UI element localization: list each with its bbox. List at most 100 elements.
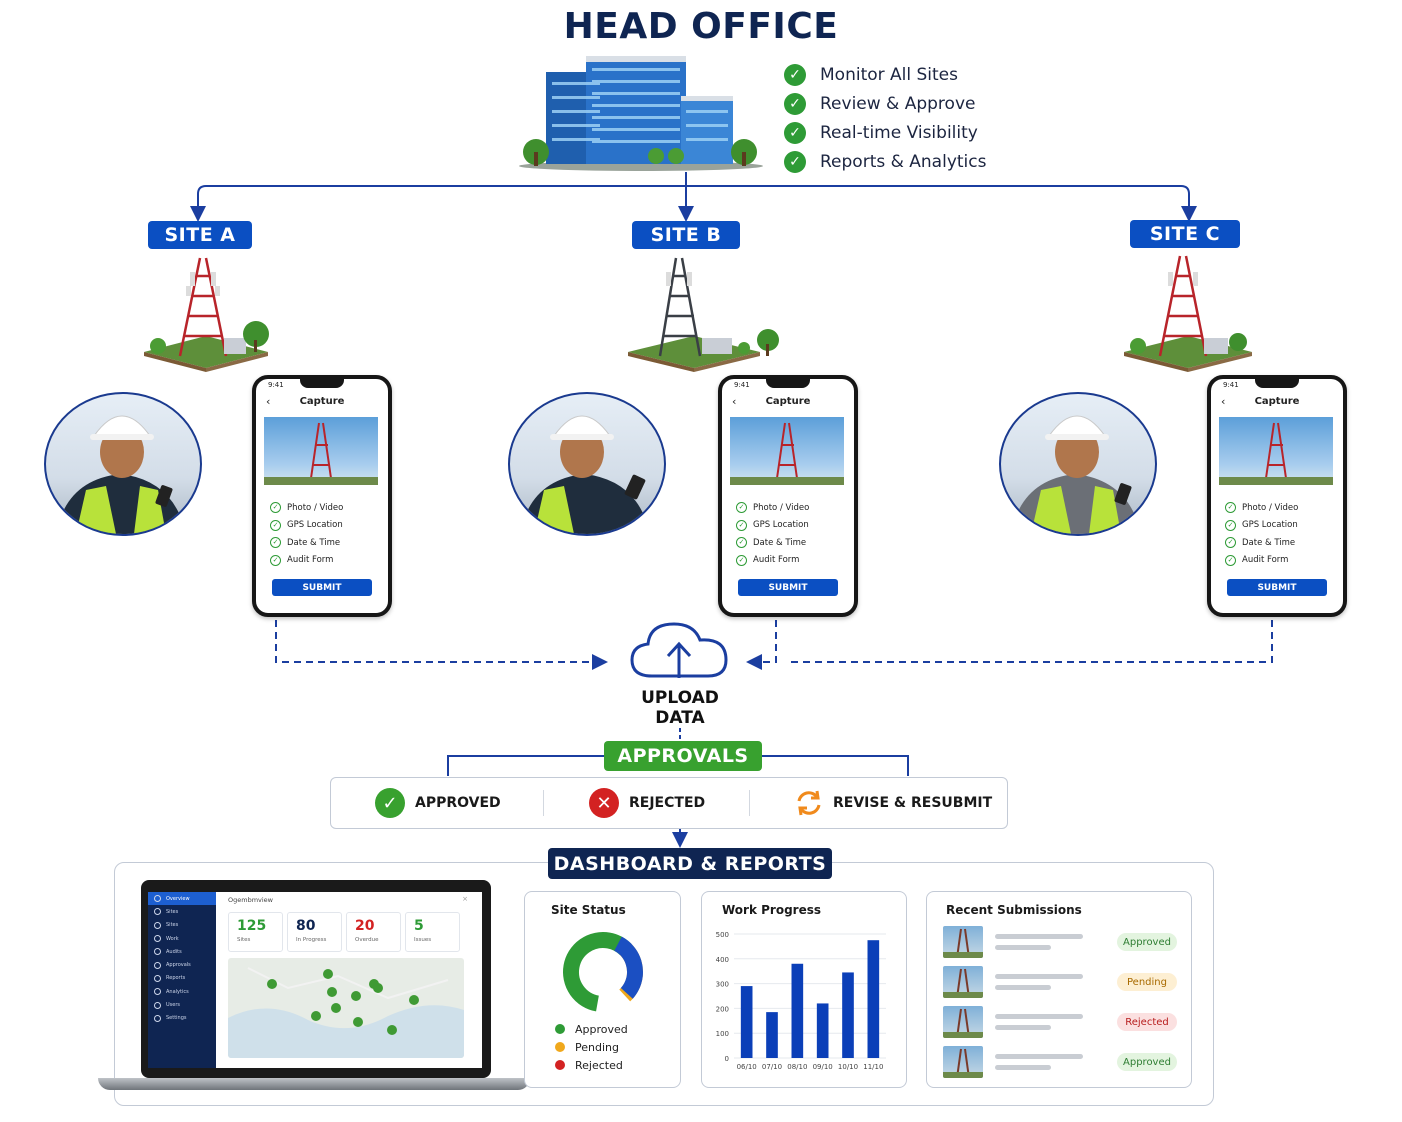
sidebar-item-settings[interactable]: Settings bbox=[148, 1012, 216, 1025]
tower-thumbnail bbox=[943, 1006, 983, 1038]
revise-option[interactable]: REVISE & RESUBMIT bbox=[793, 778, 992, 828]
approvals-options: ✓ APPROVED ✕ REJECTED REVISE & RESUBMIT bbox=[330, 777, 1008, 829]
bar-06-10[interactable] bbox=[740, 986, 753, 1058]
submission-row[interactable]: Rejected bbox=[943, 1006, 1179, 1040]
feature-item: ✓ Reports & Analytics bbox=[784, 147, 986, 176]
close-icon[interactable]: × bbox=[462, 895, 468, 903]
checklist-item: ✓Audit Form bbox=[736, 552, 809, 570]
phone-screen-title: Capture bbox=[299, 396, 345, 407]
nav-dot-icon bbox=[154, 1014, 161, 1022]
sidebar-item-label: Reports bbox=[166, 975, 186, 982]
nav-dot-icon bbox=[154, 988, 161, 996]
sidebar-item-users[interactable]: Users bbox=[148, 998, 216, 1011]
checklist-label: GPS Location bbox=[753, 520, 809, 531]
sidebar-item-audits[interactable]: Audits bbox=[148, 945, 216, 958]
x-tick-label: 08/10 bbox=[787, 1063, 807, 1071]
checklist-label: Date & Time bbox=[287, 537, 341, 548]
worker-illustration-icon bbox=[1011, 415, 1141, 534]
capture-checklist: ✓Photo / Video ✓GPS Location ✓ Date & Tim… bbox=[270, 499, 343, 569]
check-icon: ✓ bbox=[1225, 502, 1236, 514]
status-badge-approved: Approved bbox=[1117, 933, 1177, 951]
checklist-label: Date & Time bbox=[1242, 537, 1296, 548]
status-badge-approved: Approved bbox=[1117, 1053, 1177, 1071]
back-chevron-icon[interactable]: ‹ bbox=[266, 395, 271, 408]
checklist-item: ✓Photo / Video bbox=[270, 499, 343, 517]
cell-tower-icon bbox=[628, 257, 779, 372]
legend-item: Rejected bbox=[555, 1056, 628, 1074]
submission-row[interactable]: Pending bbox=[943, 966, 1179, 1000]
phone-screen-title: Capture bbox=[1254, 396, 1300, 407]
legend-item: Approved bbox=[555, 1020, 628, 1038]
sidebar-item-sites[interactable]: Sites bbox=[148, 919, 216, 932]
divider bbox=[543, 790, 544, 816]
sidebar-item-work[interactable]: Work bbox=[148, 932, 216, 945]
bar-08-10[interactable] bbox=[791, 963, 804, 1058]
sidebar-item-reports[interactable]: Reports bbox=[148, 972, 216, 985]
check-icon: ✓ bbox=[270, 537, 281, 549]
site-status-card: Site Status Approved Pending Rejected bbox=[524, 891, 681, 1088]
check-icon: ✓ bbox=[736, 502, 747, 514]
submit-button[interactable]: SUBMIT bbox=[738, 579, 838, 596]
feature-label: Reports & Analytics bbox=[820, 151, 987, 172]
checklist-item: ✓Photo / Video bbox=[1225, 499, 1298, 517]
phone-time: 9:41 bbox=[734, 381, 750, 389]
back-chevron-icon[interactable]: ‹ bbox=[732, 395, 737, 408]
site-b-label: SITE B bbox=[632, 221, 740, 249]
phone-notch bbox=[300, 379, 344, 388]
sites-map[interactable] bbox=[228, 958, 464, 1058]
sidebar-item-approvals[interactable]: Approvals bbox=[148, 958, 216, 971]
x-tick-label: 11/10 bbox=[863, 1063, 883, 1071]
map-illustration bbox=[228, 967, 464, 1058]
map-pin-icon bbox=[267, 969, 419, 1035]
placeholder-line bbox=[995, 985, 1051, 990]
check-icon: ✓ bbox=[736, 537, 747, 549]
stat-value: 125 bbox=[237, 918, 267, 934]
checklist-item: ✓GPS Location bbox=[270, 517, 343, 535]
submit-button[interactable]: SUBMIT bbox=[272, 579, 372, 596]
check-icon: ✓ bbox=[784, 150, 806, 173]
nav-dot-icon bbox=[154, 921, 161, 929]
sidebar-item-label: Approvals bbox=[166, 962, 191, 969]
checklist-label: Photo / Video bbox=[287, 502, 344, 513]
bar-11-10[interactable] bbox=[867, 940, 880, 1058]
stat-value: 80 bbox=[296, 918, 316, 934]
check-icon: ✓ bbox=[1225, 537, 1236, 549]
checklist-item: ✓Date & Time bbox=[736, 534, 809, 552]
divider bbox=[749, 790, 750, 816]
phone-notch bbox=[1255, 379, 1299, 388]
sidebar-item-analytics[interactable]: Analytics bbox=[148, 985, 216, 998]
placeholder-line bbox=[995, 1054, 1083, 1059]
y-tick-label: 300 bbox=[716, 981, 729, 989]
rejected-option[interactable]: ✕ REJECTED bbox=[589, 778, 705, 828]
tower-photo bbox=[730, 417, 844, 485]
x-tick-label: 06/10 bbox=[737, 1063, 757, 1071]
stat-label: Overdue bbox=[355, 937, 379, 943]
bar-07-10[interactable] bbox=[766, 1012, 778, 1058]
bar-10-10[interactable] bbox=[842, 972, 854, 1058]
bar-09-10[interactable] bbox=[816, 1003, 829, 1058]
site-c-label: SITE C bbox=[1130, 220, 1240, 248]
feature-item: ✓Real-time Visibility bbox=[784, 118, 986, 147]
card-title: Recent Submissions bbox=[946, 903, 1082, 917]
tower-photo-icon bbox=[264, 422, 378, 485]
submission-row[interactable]: Approved bbox=[943, 926, 1179, 960]
submission-row[interactable]: Approved bbox=[943, 1046, 1179, 1080]
sidebar-item-label: Settings bbox=[166, 1015, 187, 1022]
sidebar-item-overview[interactable]: Overview bbox=[148, 892, 216, 906]
sidebar-item-sites[interactable]: Sites bbox=[148, 905, 216, 918]
head-office-features: ✓Monitor All Sites ✓Review & Approve ✓Re… bbox=[784, 60, 986, 176]
legend-dot bbox=[555, 1060, 565, 1070]
checklist-item: ✓GPS Location bbox=[736, 517, 809, 535]
feature-label: Real-time Visibility bbox=[820, 122, 978, 143]
back-chevron-icon[interactable]: ‹ bbox=[1221, 395, 1226, 408]
submit-button[interactable]: SUBMIT bbox=[1227, 579, 1327, 596]
approved-option[interactable]: ✓ APPROVED bbox=[375, 778, 501, 828]
legend-label: Approved bbox=[575, 1022, 628, 1036]
tower-photo-icon bbox=[730, 422, 844, 485]
